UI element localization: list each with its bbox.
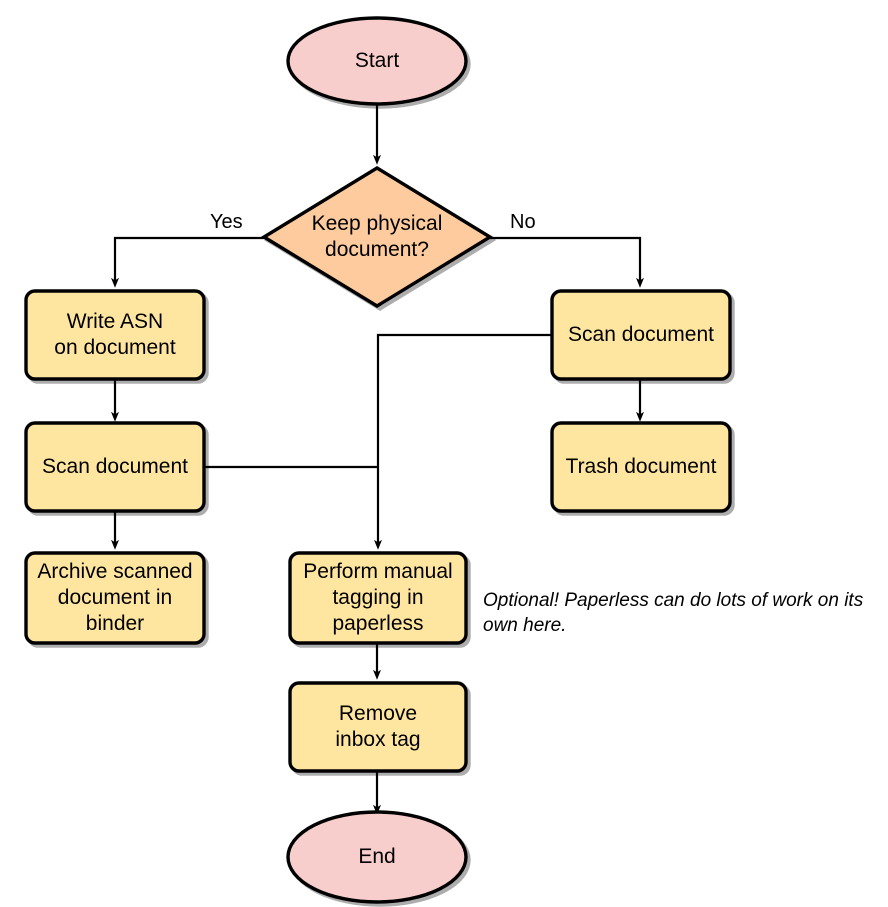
node-remove-inbox-shape[interactable] [288,681,468,773]
node-trash-shape[interactable] [550,421,732,513]
connector-group [111,103,644,815]
node-scan-left-shape[interactable] [24,421,206,513]
edge-label-no: No [510,211,536,233]
optional-note-annotation: Optional! Paperless can do lots of work … [483,590,864,636]
node-decision-shape[interactable] [260,166,494,308]
node-scan-right-shape[interactable] [550,289,732,381]
node-end-shape[interactable] [286,810,468,904]
node-write-asn-shape[interactable] [24,289,206,381]
node-archive-shape[interactable] [24,551,206,645]
edge-label-yes: Yes [210,211,243,233]
node-tagging-shape[interactable] [288,551,468,645]
edge-decision-yes-to-write-asn [111,236,264,288]
node-start-shape[interactable] [286,16,468,106]
edge-decision-no-to-scan-right [490,236,644,288]
edge-scan-right-to-tagging [374,333,552,550]
